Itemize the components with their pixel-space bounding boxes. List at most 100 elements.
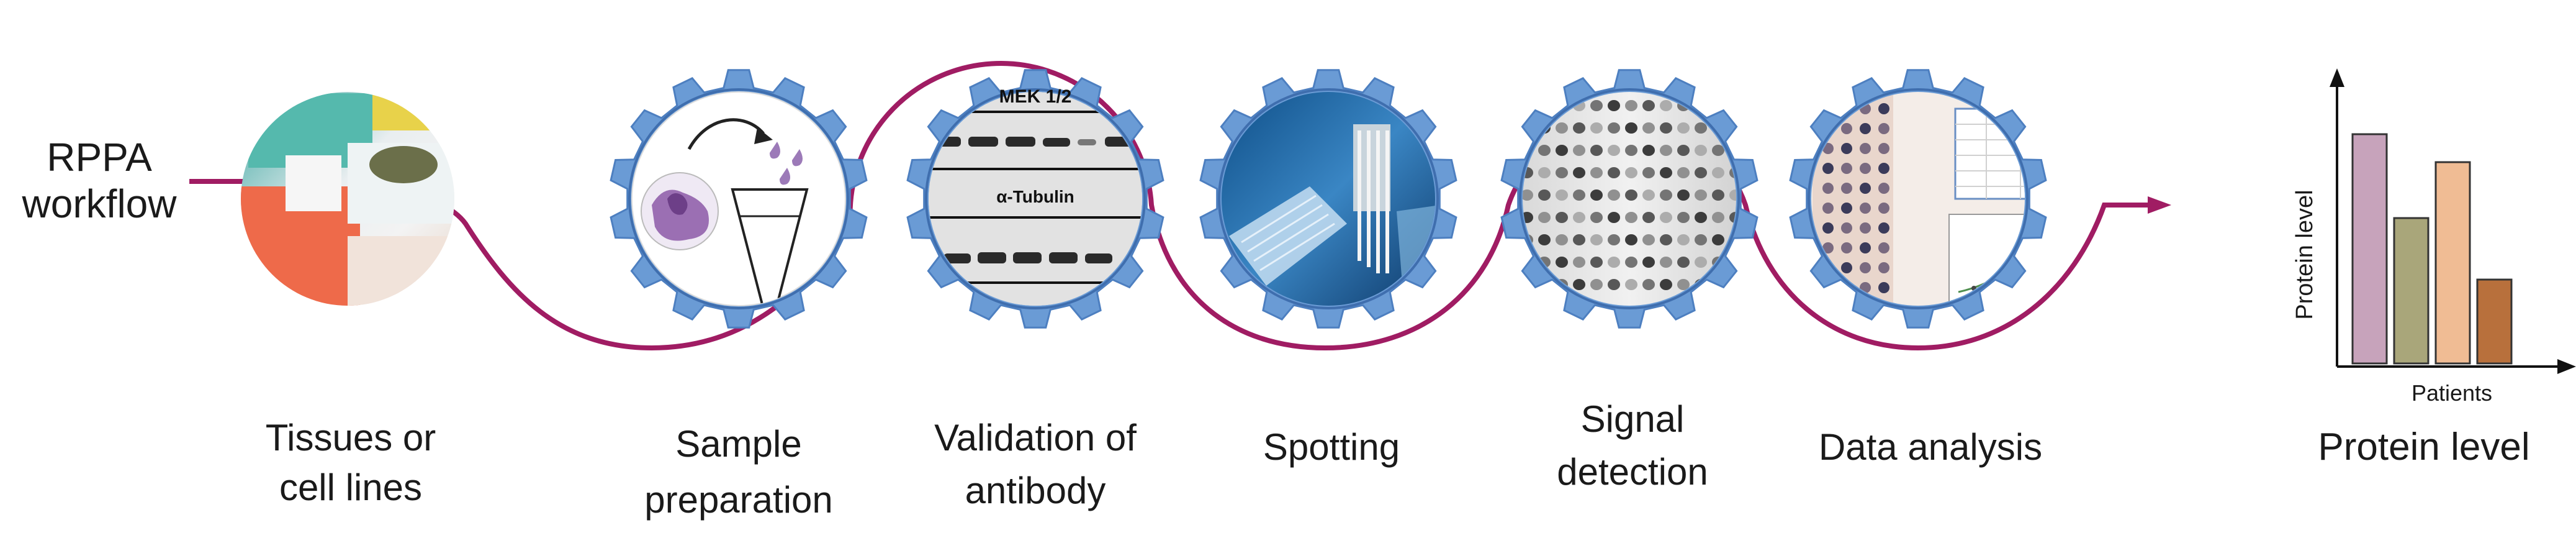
array-spot (1625, 145, 1637, 156)
array-spot (1677, 234, 1690, 245)
array-spot (1642, 167, 1655, 178)
chart-bar-2 (2393, 217, 2430, 365)
array-spot (1573, 145, 1585, 156)
gear-inner-ring (1808, 88, 2029, 309)
gear-inner-ring (1218, 88, 1439, 309)
label-sample-1: Sample (675, 423, 801, 465)
analysis-spot (1822, 222, 1834, 234)
array-spot (1573, 122, 1585, 134)
array-spot (1642, 122, 1655, 134)
array-spot (1556, 167, 1568, 178)
array-spot (1642, 212, 1655, 223)
array-spot (1556, 145, 1568, 156)
gear-inner-ring (1519, 88, 1740, 309)
array-spot (1660, 279, 1672, 290)
label-sample-2: preparation (644, 479, 833, 521)
analysis-spot (1841, 242, 1852, 253)
analysis-spot (1860, 262, 1871, 273)
analysis-spot (1878, 262, 1889, 273)
array-spot (1642, 100, 1655, 111)
gear-inner-ring (925, 88, 1146, 309)
array-spot (1590, 100, 1603, 111)
array-spot (1642, 257, 1655, 268)
array-spot (1523, 100, 1533, 111)
array-spot (1712, 100, 1724, 111)
array-spot (1642, 189, 1655, 201)
array-spot (1677, 122, 1690, 134)
array-spot (1590, 257, 1603, 268)
array-spot (1523, 189, 1533, 201)
gear-inner-ring (628, 88, 849, 309)
chart-bar-1 (2351, 133, 2388, 365)
array-spot (1642, 234, 1655, 245)
array-spot (1695, 189, 1707, 201)
analysis-spot (1878, 242, 1889, 253)
array-spot (1729, 100, 1736, 111)
chart-y-arrow (2330, 68, 2344, 87)
label-validation-1: Validation of (934, 417, 1137, 459)
analysis-spot (1860, 123, 1871, 134)
label-data-analysis: Data analysis (1819, 426, 2042, 468)
array-spot (1660, 189, 1672, 201)
array-spot (1625, 279, 1637, 290)
array-spot (1573, 279, 1585, 290)
analysis-spot (1878, 123, 1889, 134)
label-signal-1: Signal (1581, 398, 1685, 440)
analysis-spot (1878, 222, 1889, 234)
array-spot (1695, 145, 1707, 156)
array-spot (1556, 189, 1568, 201)
title-rppa: RPPA (47, 135, 152, 180)
array-spot (1608, 279, 1620, 290)
array-spot (1590, 234, 1603, 245)
analysis-spot (1860, 143, 1871, 154)
array-spot (1573, 212, 1585, 223)
label-signal-2: detection (1557, 451, 1708, 493)
array-spot (1625, 100, 1637, 111)
label-spotting: Spotting (1263, 426, 1400, 468)
tissues-image (241, 92, 454, 306)
array-spot (1642, 279, 1655, 290)
blot-label-mek: MEK 1/2 (999, 86, 1072, 107)
array-spot (1590, 145, 1603, 156)
array-spot (1608, 100, 1620, 111)
array-spot (1660, 212, 1672, 223)
array-spot (1625, 167, 1637, 178)
array-spot (1573, 257, 1585, 268)
array-spot (1695, 122, 1707, 134)
array-spot (1538, 167, 1551, 178)
blot-label-tubulin: α-Tubulin (996, 187, 1074, 206)
analysis-spot (1822, 183, 1834, 194)
array-spot (1712, 212, 1724, 223)
array-spot (1677, 145, 1690, 156)
array-spot (1625, 212, 1637, 223)
chart-bar-4 (2476, 278, 2513, 365)
array-spot (1677, 279, 1690, 290)
array-spot (1590, 279, 1603, 290)
array-spot (1695, 167, 1707, 178)
array-spot (1729, 189, 1736, 201)
label-tissues-2: cell lines (279, 467, 422, 508)
array-spot (1573, 167, 1585, 178)
array-spot (1660, 100, 1672, 111)
result-title: Protein level (2318, 426, 2529, 468)
array-spot (1677, 257, 1690, 268)
array-spot (1625, 122, 1637, 134)
array-spot (1642, 145, 1655, 156)
analysis-spot (1841, 222, 1852, 234)
array-spot (1556, 122, 1568, 134)
array-spot (1573, 234, 1585, 245)
array-spot (1538, 212, 1551, 223)
analysis-spot (1822, 242, 1834, 253)
array-spot (1625, 189, 1637, 201)
analysis-spot (1878, 282, 1889, 293)
chart-ylabel: Protein level (2292, 189, 2318, 319)
array-spot (1695, 212, 1707, 223)
array-spot (1695, 257, 1707, 268)
western-blot-image: MEK 1/2 α-Tubulin (929, 86, 1142, 306)
array-spot (1608, 189, 1620, 201)
analysis-spot (1841, 183, 1852, 194)
array-spot (1712, 234, 1724, 245)
array-spot (1677, 167, 1690, 178)
